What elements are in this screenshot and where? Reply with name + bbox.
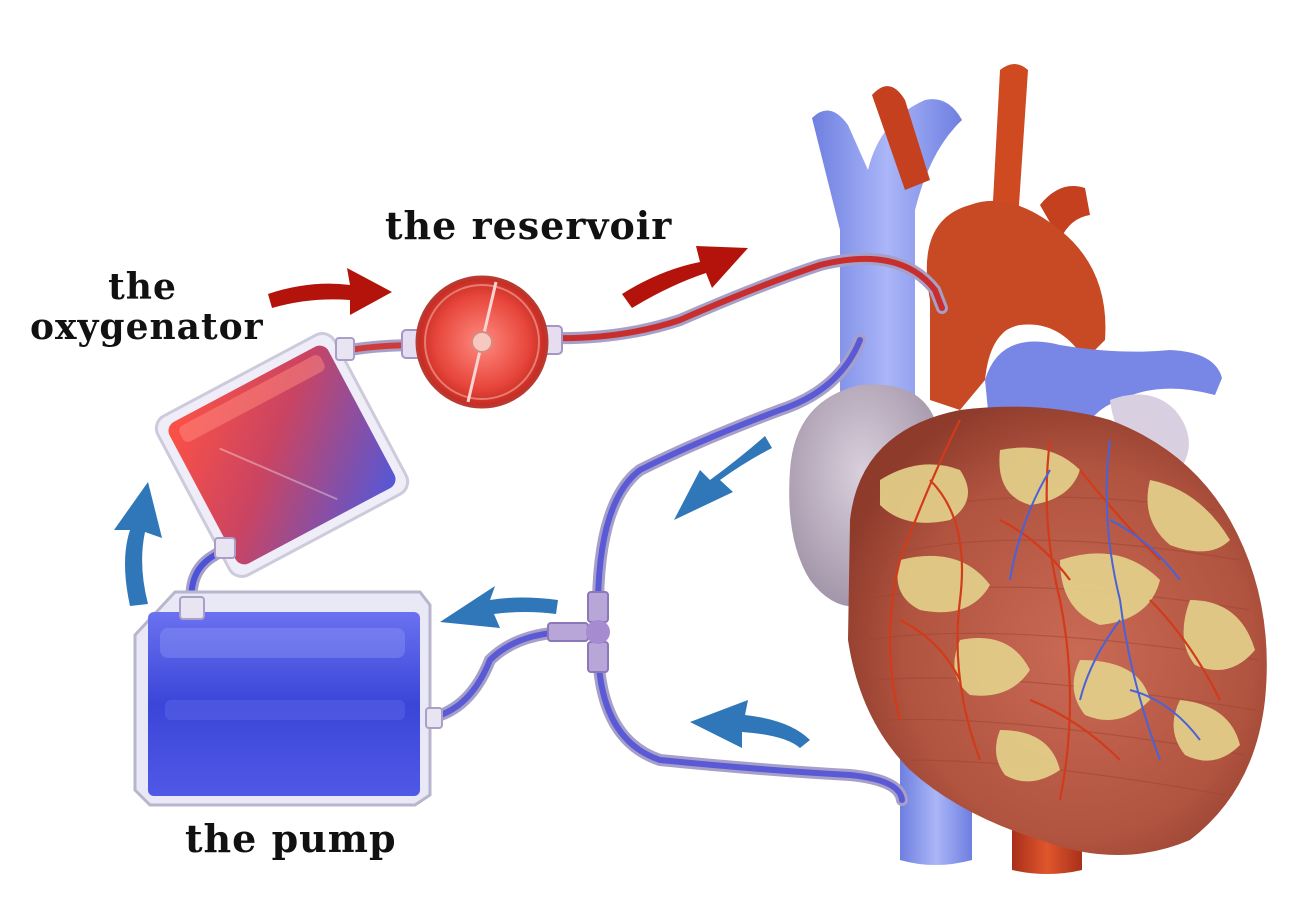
arterial-return [545,255,945,342]
flow-arrows [114,246,810,748]
pump-label: the pump [185,816,397,861]
blue-arrow-icon [690,700,810,748]
venous-to-pump [427,628,583,721]
red-arrow-icon [268,268,392,315]
coronary-veins [1009,439,1201,761]
venous-line-upper [595,337,863,603]
blue-arrow-icon [674,436,772,520]
oxygenator-label-line-2: oxygenator [30,305,264,348]
blue-arrow-icon [440,586,558,628]
y-connector [547,591,610,673]
oxygenator-label: the oxygenator [30,266,264,348]
tubing [185,252,948,806]
venous-line-lower [595,647,905,803]
aortic-arch [926,200,1106,410]
blue-arrow-icon [114,482,162,606]
oxygenator [154,332,410,578]
oxygenator-port-top [335,337,355,361]
reservoir [401,275,563,409]
heart [789,64,1267,874]
aorta-branch-1 [872,86,930,190]
pump [133,590,443,807]
reservoir-label: the reservoir [385,203,673,248]
coronary-arteries [888,419,1221,801]
fat-deposits [880,447,1255,782]
oxygenator-port-bottom [214,537,236,559]
oxygenator-label-line-1: the [108,266,177,308]
aorta-branch-2 [992,64,1028,220]
red-arrow-icon [622,246,748,308]
